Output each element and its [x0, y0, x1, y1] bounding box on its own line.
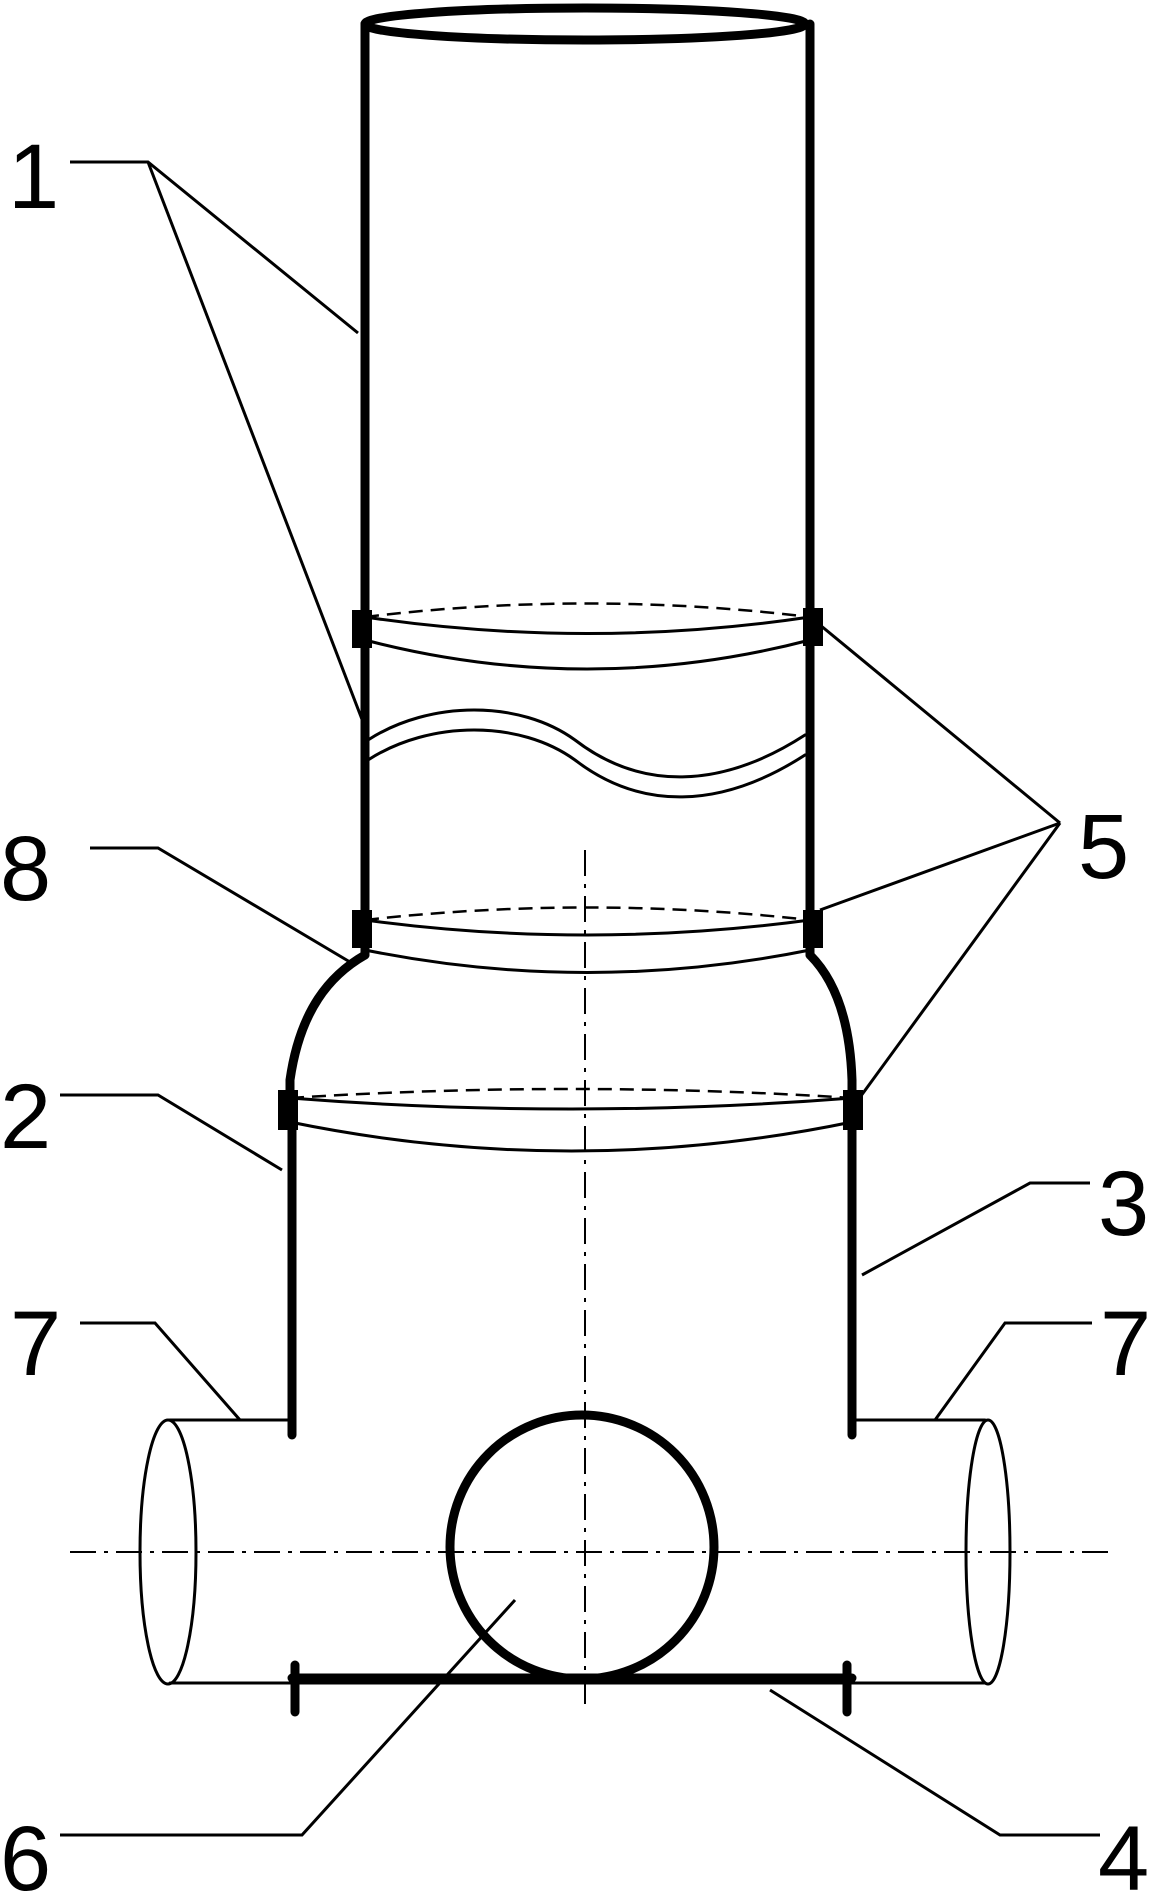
label-part-5: 5	[1078, 796, 1129, 898]
leader-5-b	[819, 821, 1061, 912]
clamp-lower-left	[278, 1090, 298, 1130]
label-part-1: 1	[8, 126, 59, 228]
break-line	[366, 708, 807, 799]
label-part-6: 6	[0, 1808, 51, 1894]
clamp-top-left	[352, 610, 372, 648]
reducer-shoulder	[285, 950, 857, 1105]
part-labels: 1 8 2 7 6 5 3 7 4	[0, 126, 1151, 1894]
centerlines	[70, 850, 1110, 1710]
left-port-opening	[138, 1418, 198, 1686]
circular-outlet	[445, 1410, 719, 1684]
coupling-ring-lower	[278, 1087, 863, 1153]
label-part-4: 4	[1098, 1808, 1149, 1894]
upper-riser-tube	[360, 3, 815, 960]
label-part-8: 8	[0, 818, 51, 920]
riser-top-opening	[360, 3, 810, 45]
leader-1b	[146, 161, 370, 736]
leader-7-right	[933, 1321, 1092, 1421]
label-part-7-left: 7	[10, 1293, 61, 1395]
leader-5-a	[819, 623, 1061, 825]
label-part-2: 2	[0, 1066, 51, 1168]
leader-4	[769, 1688, 1100, 1837]
base-plate	[287, 1660, 857, 1717]
right-port-opening	[964, 1418, 1012, 1686]
label-part-7-right: 7	[1100, 1293, 1151, 1395]
coupling-ring-middle	[352, 906, 823, 974]
clamp-middle-left	[352, 910, 372, 948]
coupling-ring-top	[352, 602, 823, 671]
leader-5-c	[856, 822, 1062, 1101]
label-part-3: 3	[1098, 1153, 1149, 1255]
leader-1	[70, 160, 359, 335]
lower-body	[287, 1125, 857, 1440]
leader-8	[90, 846, 356, 967]
leader-7-left	[80, 1321, 242, 1421]
leader-lines	[60, 160, 1100, 1837]
leader-6	[60, 1598, 517, 1837]
leader-3	[861, 1181, 1090, 1277]
clamp-top-right	[803, 608, 823, 646]
leader-2	[60, 1093, 283, 1172]
clamp-middle-right	[803, 910, 823, 948]
